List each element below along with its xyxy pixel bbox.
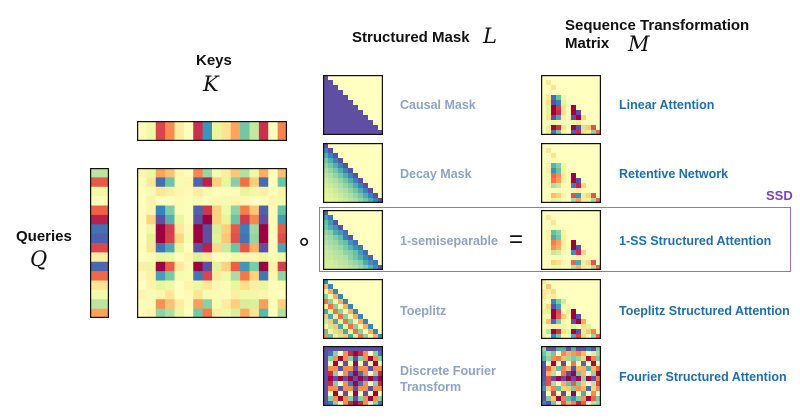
fourier-attention-matrix xyxy=(541,346,601,406)
decay-mask-matrix xyxy=(323,143,383,203)
ssd-label: SSD xyxy=(766,188,793,203)
mask-header-title: Structured Mask xyxy=(352,29,470,46)
dft-mask-matrix xyxy=(323,346,383,406)
keys-symbol: K xyxy=(203,72,219,96)
linear-attention-matrix xyxy=(541,75,601,135)
attention-label-retentive: Retentive Network xyxy=(619,167,729,181)
keys-title: Keys xyxy=(196,52,232,69)
attention-label-linear: Linear Attention xyxy=(619,98,715,112)
mask-label-causal: Causal Mask xyxy=(400,98,476,112)
mask-label-semiseparable: 1-semiseparable xyxy=(400,234,498,248)
causal-mask-matrix xyxy=(323,75,383,135)
mask-header-symbol: L xyxy=(483,24,497,48)
qk-matrix xyxy=(137,168,287,318)
matrix-header-line2: Matrix xyxy=(565,35,610,52)
queries-symbol: Q xyxy=(30,247,48,271)
matrix-header-line1: Sequence Transformation xyxy=(565,17,750,34)
queries-vector xyxy=(90,168,109,318)
toeplitz-attention-matrix xyxy=(541,279,601,339)
keys-vector xyxy=(137,121,287,141)
hadamard-operator: ∘ xyxy=(296,226,313,256)
equals-operator: = xyxy=(509,226,524,253)
semiseparable-mask-matrix xyxy=(323,210,383,270)
mask-label-decay: Decay Mask xyxy=(400,167,472,181)
matrix-header-symbol: M xyxy=(628,32,650,56)
toeplitz-mask-matrix xyxy=(323,279,383,339)
mask-label-toeplitz: Toeplitz xyxy=(400,304,447,318)
mask-label-dft: Discrete Fourier Transform xyxy=(400,364,496,394)
attention-label-semiseparable: 1-SS Structured Attention xyxy=(619,234,772,248)
ss-structured-attention-matrix xyxy=(541,210,601,270)
attention-label-toeplitz: Toeplitz Structured Attention xyxy=(619,304,790,318)
queries-title: Queries xyxy=(16,228,72,245)
attention-label-fourier: Fourier Structured Attention xyxy=(619,370,787,384)
retentive-network-matrix xyxy=(541,143,601,203)
ssd-box xyxy=(319,207,791,272)
